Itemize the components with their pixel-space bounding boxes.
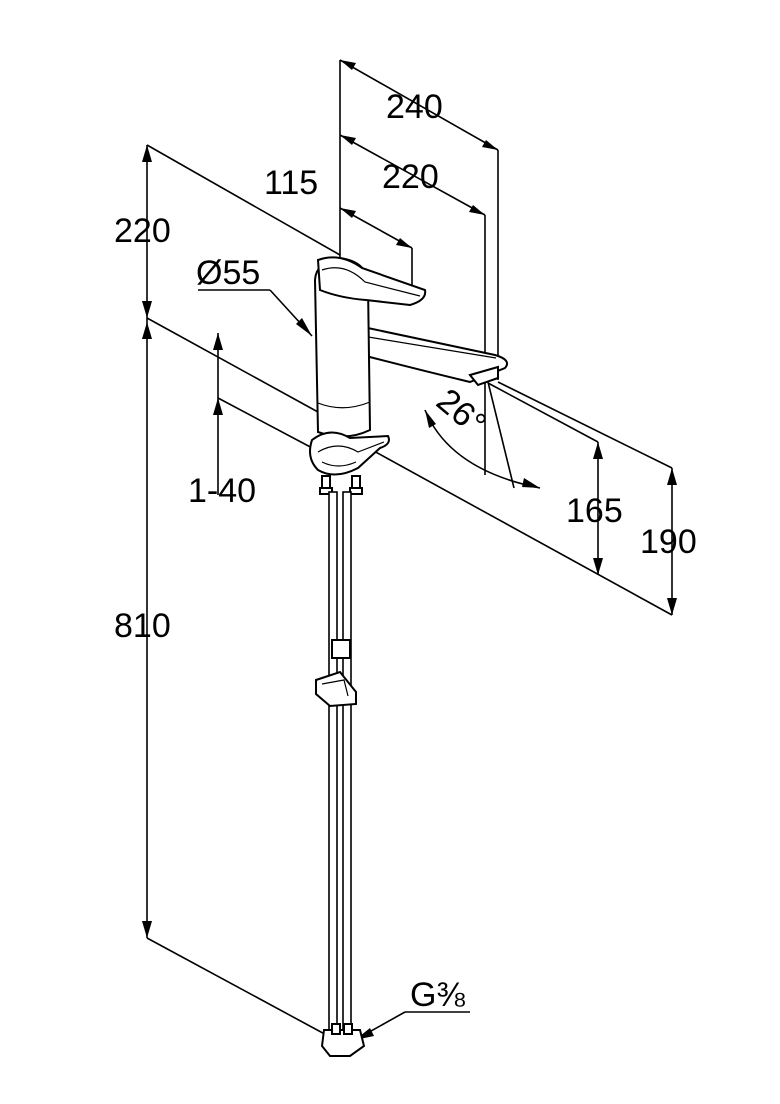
label-connection-thread: G⅜ — [410, 976, 465, 1014]
hose-bracket — [315, 670, 357, 708]
label-outlet-height: 165 — [566, 492, 623, 530]
dimension-arrows — [142, 60, 677, 1040]
faucet — [309, 256, 508, 495]
dimension-labels: 240 220 115 220 Ø55 1-40 810 26° 165 190… — [114, 88, 697, 1014]
label-height-above-spout: 220 — [114, 212, 171, 250]
label-deck-thickness: 1-40 — [188, 472, 256, 510]
dimension-lines — [146, 59, 673, 1041]
hose-fitting — [320, 1029, 366, 1057]
spout — [328, 318, 508, 384]
label-reach-spout: 220 — [382, 158, 439, 196]
aerator — [468, 365, 499, 387]
label-reach-outer: 240 — [386, 88, 443, 126]
label-lever-length: 115 — [264, 164, 318, 202]
label-hose-length: 810 — [114, 607, 171, 645]
base-plate — [309, 431, 390, 476]
supply-hoses — [315, 491, 366, 1057]
label-body-diameter: Ø55 — [196, 254, 260, 292]
label-total-spout-height: 190 — [640, 523, 697, 561]
